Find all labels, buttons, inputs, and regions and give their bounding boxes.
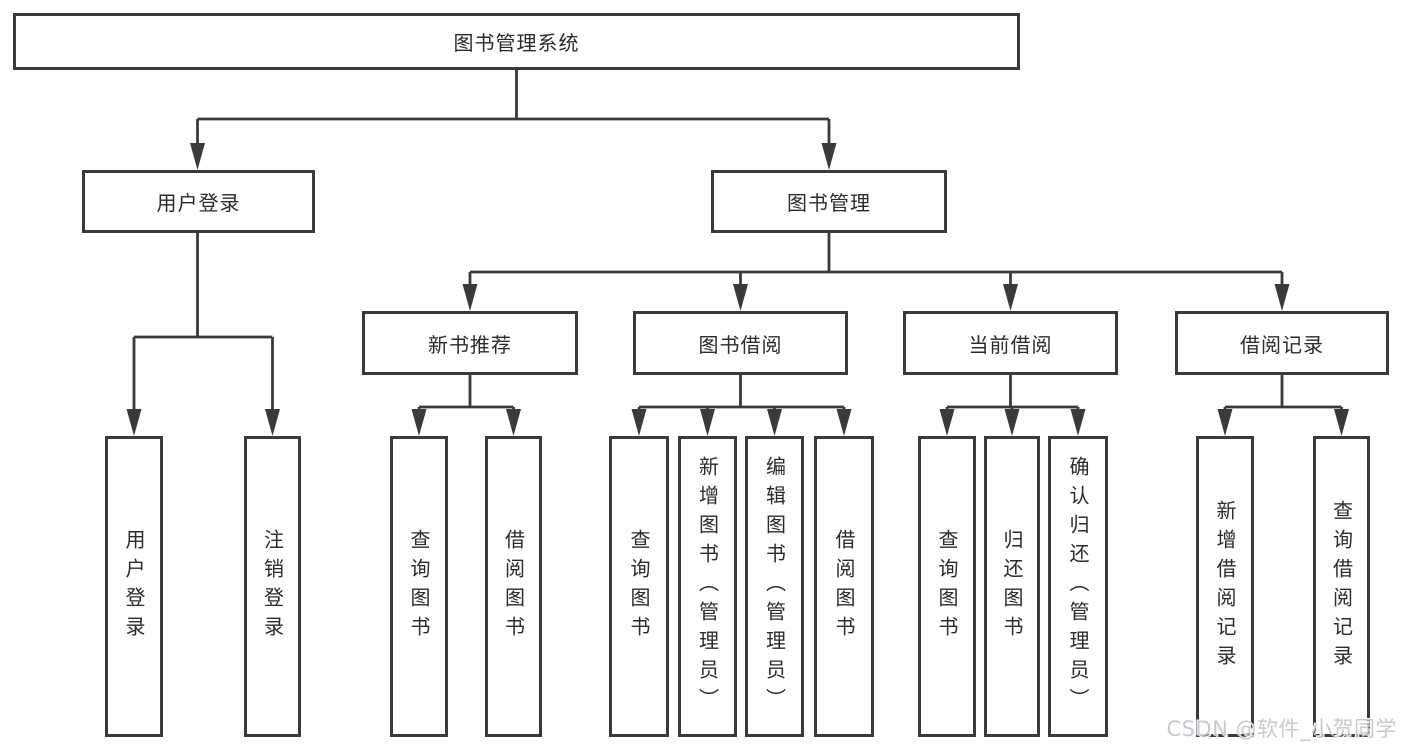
- connector-new-book-rec-to-leaves: [417, 375, 515, 420]
- leaf-edit-book-admin: 编辑图书（管理员）: [745, 436, 804, 737]
- leaf-label: 查询图书: [407, 528, 431, 645]
- connector-book-mgmt-to-level3: [468, 233, 1284, 293]
- arrowhead: [733, 284, 748, 311]
- arrowhead: [1217, 409, 1233, 436]
- connector-borrow-records-to-leaves: [1223, 375, 1343, 420]
- arrowhead: [836, 409, 852, 436]
- node-book-borrowing: 图书借阅: [633, 311, 848, 375]
- node-new-book-recommend: 新书推荐: [362, 311, 578, 375]
- arrowhead: [767, 409, 782, 436]
- connector-book-borrow-to-leaves: [637, 375, 846, 420]
- arrowhead: [1334, 409, 1349, 436]
- arrowhead: [821, 143, 837, 170]
- node-user-login: 用户登录: [82, 170, 315, 233]
- leaf-add-borrow-record: 新增借阅记录: [1196, 436, 1254, 737]
- leaf-query-borrow-record: 查询借阅记录: [1313, 436, 1370, 737]
- connector-user-login-to-leaves: [132, 233, 274, 418]
- leaf-return-book: 归还图书: [984, 436, 1040, 737]
- leaf-label: 查询图书: [935, 528, 959, 645]
- leaf-label: 借阅图书: [832, 528, 856, 645]
- arrowhead: [631, 409, 647, 436]
- arrowhead: [1274, 284, 1290, 311]
- leaf-label: 归还图书: [1000, 528, 1024, 645]
- leaf-label: 新增图书（管理员）: [695, 456, 720, 717]
- arrowhead: [700, 409, 715, 436]
- arrowhead: [411, 409, 427, 436]
- arrowhead: [126, 409, 142, 436]
- leaf-label: 查询图书: [627, 528, 651, 645]
- arrowhead: [265, 409, 280, 436]
- arrowhead: [939, 409, 955, 436]
- leaf-label: 注销登录: [260, 528, 285, 645]
- arrowhead: [1070, 409, 1086, 436]
- leaf-borrow-book-borrowing: 借阅图书: [814, 436, 874, 737]
- leaf-query-book-recommend: 查询图书: [390, 436, 448, 737]
- arrowhead: [190, 143, 205, 170]
- watermark-text: CSDN @软件_小贺同学: [1166, 717, 1397, 741]
- leaf-user-login: 用户登录: [105, 436, 163, 737]
- leaf-label: 确认归还（管理员）: [1066, 456, 1090, 717]
- leaf-label: 编辑图书（管理员）: [762, 456, 787, 717]
- arrowhead: [506, 409, 521, 436]
- leaf-add-book-admin: 新增图书（管理员）: [678, 436, 737, 737]
- leaf-label: 新增借阅记录: [1213, 499, 1237, 674]
- node-book-management: 图书管理: [711, 170, 947, 233]
- leaf-label: 查询借阅记录: [1329, 499, 1354, 674]
- connector-root-to-level2: [196, 70, 831, 150]
- arrowhead: [1004, 409, 1020, 436]
- leaf-query-book-current: 查询图书: [918, 436, 976, 737]
- leaf-label: 用户登录: [122, 528, 146, 645]
- node-borrowing-records: 借阅记录: [1175, 311, 1389, 375]
- leaf-query-book-borrowing: 查询图书: [609, 436, 669, 737]
- node-current-borrowing: 当前借阅: [903, 311, 1118, 375]
- node-root: 图书管理系统: [13, 13, 1020, 70]
- arrowhead: [1003, 284, 1018, 311]
- leaf-label: 借阅图书: [501, 528, 526, 645]
- arrowhead: [462, 284, 478, 311]
- leaf-borrow-book-recommend: 借阅图书: [485, 436, 542, 737]
- leaf-confirm-return-admin: 确认归还（管理员）: [1048, 436, 1108, 737]
- leaf-logout: 注销登录: [244, 436, 301, 737]
